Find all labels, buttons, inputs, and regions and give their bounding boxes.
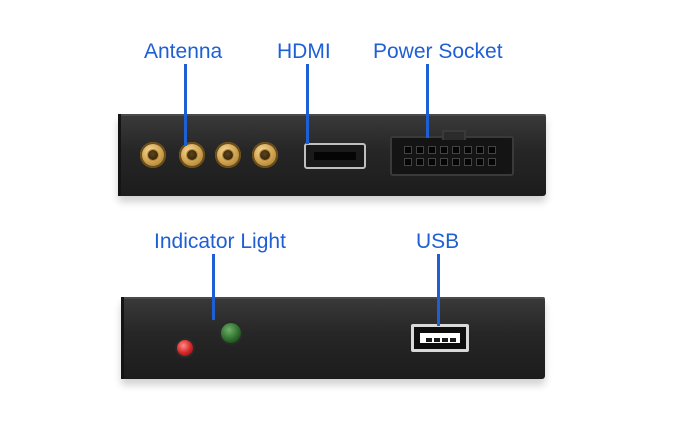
power-socket-pin	[476, 146, 484, 154]
usb-port-contact	[434, 338, 440, 342]
device-back-panel	[118, 114, 546, 196]
power-socket-pin	[416, 158, 424, 166]
power-socket-icon	[390, 130, 514, 176]
indicator-led-icon	[177, 340, 193, 356]
power-socket-pin	[488, 158, 496, 166]
indicator-light-label: Indicator Light	[154, 230, 286, 253]
antenna-connector-icon	[140, 142, 166, 168]
power-socket-pin	[416, 146, 424, 154]
usb-port-contact	[426, 338, 432, 342]
power-socket-pin	[488, 146, 496, 154]
antenna-connector-icon	[215, 142, 241, 168]
indicator-led-icon	[221, 323, 241, 343]
usb-port-contact	[442, 338, 448, 342]
power-socket-pin	[440, 146, 448, 154]
power-socket-leader-line	[426, 64, 429, 138]
power-socket-pin	[452, 146, 460, 154]
power-socket-pin	[476, 158, 484, 166]
antenna-label: Antenna	[144, 40, 223, 63]
antenna-leader-line	[184, 64, 187, 146]
hdmi-leader-line	[306, 64, 309, 144]
power-socket-pin	[452, 158, 460, 166]
power-socket-pin	[428, 158, 436, 166]
power-socket-pin	[404, 158, 412, 166]
power-socket-pin	[464, 146, 472, 154]
usb-port-tongue	[420, 333, 460, 343]
power-socket-pin	[404, 146, 412, 154]
indicator-light-leader-line	[212, 254, 215, 320]
power-socket-label: Power Socket	[373, 40, 503, 63]
hdmi-label: HDMI	[277, 40, 331, 63]
hdmi-port-icon	[304, 143, 366, 169]
antenna-connector-icon	[179, 142, 205, 168]
power-socket-latch	[442, 130, 466, 140]
antenna-connector-icon	[252, 142, 278, 168]
usb-leader-line	[437, 254, 440, 326]
usb-port-icon	[411, 324, 469, 352]
device-front-panel	[121, 297, 545, 379]
usb-port-contact	[450, 338, 456, 342]
power-socket-pin	[428, 146, 436, 154]
power-socket-pin	[464, 158, 472, 166]
usb-label: USB	[416, 230, 460, 253]
power-socket-pin	[440, 158, 448, 166]
